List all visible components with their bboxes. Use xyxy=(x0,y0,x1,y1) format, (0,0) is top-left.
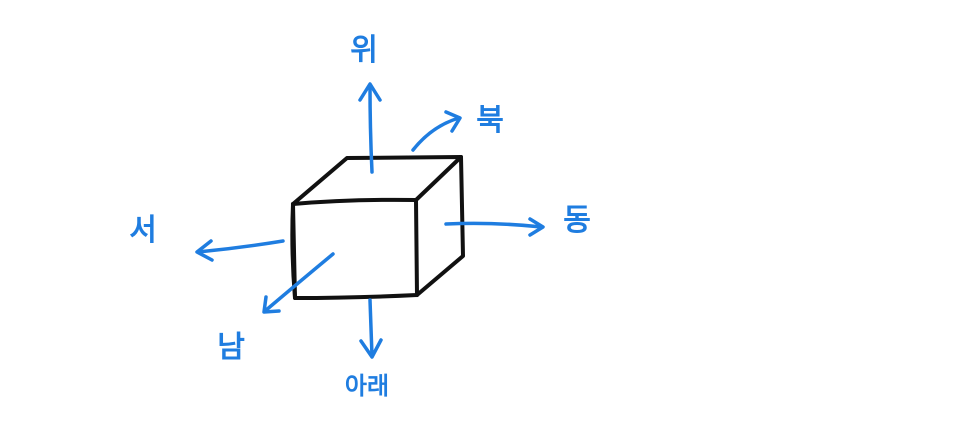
cube-front-face xyxy=(291,197,419,300)
label-south: 남 xyxy=(217,330,245,365)
label-up: 위 xyxy=(350,33,378,68)
arrow-west xyxy=(195,239,285,262)
label-west: 서 xyxy=(129,213,157,248)
cube xyxy=(290,155,465,300)
cube-right-face xyxy=(415,155,465,297)
arrow-up xyxy=(358,82,382,174)
labels: 위 북 동 서 남 아래 xyxy=(129,33,591,400)
arrows xyxy=(195,82,545,359)
cube-top-face xyxy=(291,155,463,206)
label-east: 동 xyxy=(563,203,591,238)
arrow-north xyxy=(411,110,462,152)
arrow-down xyxy=(359,298,383,359)
label-down: 아래 xyxy=(345,372,389,400)
label-north: 북 xyxy=(476,103,504,138)
arrow-south xyxy=(262,252,335,314)
arrow-east xyxy=(444,217,545,237)
